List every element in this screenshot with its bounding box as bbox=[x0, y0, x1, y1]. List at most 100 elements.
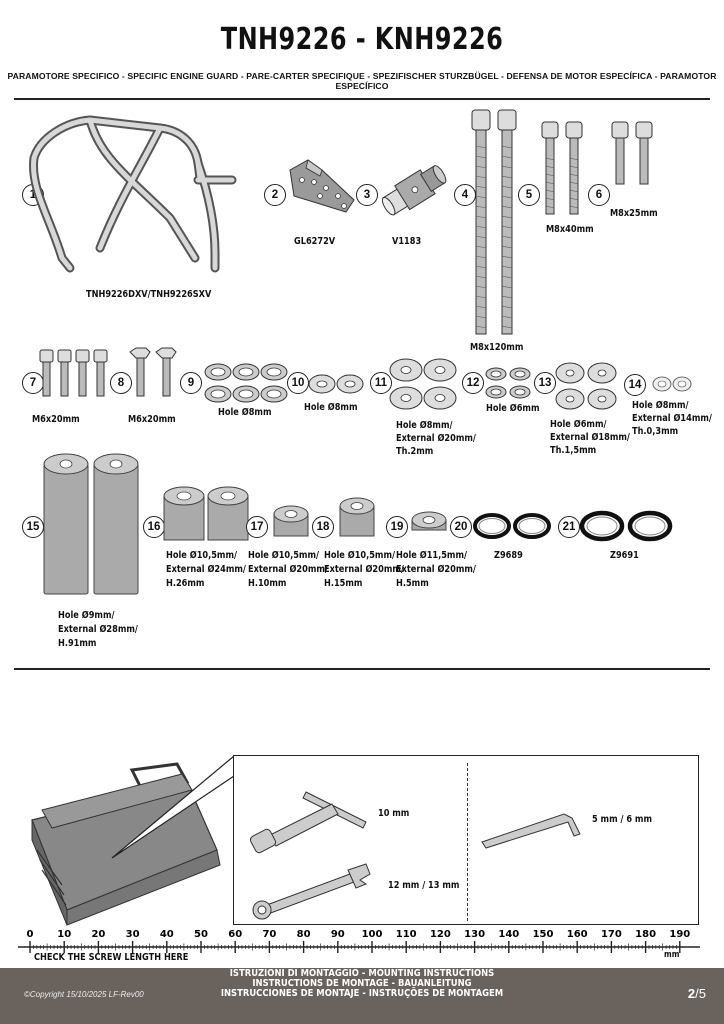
part-number-15: 15 bbox=[22, 516, 44, 538]
callout-pointer bbox=[111, 755, 235, 859]
part-number-16: 16 bbox=[143, 516, 165, 538]
ruler-tick-label: 190 bbox=[669, 929, 690, 940]
part-label-19-line1: Hole Ø11,5mm/ bbox=[396, 550, 468, 561]
part-label-17-line3: H.10mm bbox=[248, 578, 287, 589]
part-label-11-line2: External Ø20mm/ bbox=[396, 433, 476, 444]
o-ring-z9689-illustration bbox=[473, 513, 551, 539]
part-number-18: 18 bbox=[312, 516, 334, 538]
ruler-tick-label: 60 bbox=[228, 929, 242, 940]
part-label-16-line2: External Ø24mm/ bbox=[166, 564, 246, 575]
part-number-11: 11 bbox=[370, 372, 392, 394]
ruler-tick-label: 50 bbox=[194, 929, 208, 940]
part-label-13-line2: External Ø18mm/ bbox=[550, 432, 630, 443]
ruler-tick-label: 180 bbox=[635, 929, 656, 940]
flat-washer-m6-illustration bbox=[555, 362, 617, 410]
part-number-9: 9 bbox=[180, 372, 202, 394]
part-label-11-line3: Th.2mm bbox=[396, 446, 434, 457]
screw-m8x25-illustration bbox=[611, 121, 653, 185]
part-number-10: 10 bbox=[287, 372, 309, 394]
engine-guard-illustration bbox=[28, 115, 237, 273]
footer-line-1: ISTRUZIONI DI MONTAGGIO - MOUNTING INSTR… bbox=[229, 968, 495, 979]
part-label-21: Z9691 bbox=[610, 550, 639, 561]
part-label-5: M8x40mm bbox=[546, 224, 594, 235]
page-number: 2/5 bbox=[688, 986, 706, 1001]
hex-key-icon bbox=[481, 813, 581, 849]
part-label-15-line1: Hole Ø9mm/ bbox=[58, 610, 115, 621]
part-label-17-line1: Hole Ø10,5mm/ bbox=[248, 550, 320, 561]
part-label-18-line1: Hole Ø10,5mm/ bbox=[324, 550, 396, 561]
part-number-20: 20 bbox=[450, 516, 472, 538]
copyright: ©Copyright 15/10/2025 LF-Rev00 bbox=[24, 990, 144, 999]
part-label-10: Hole Ø8mm bbox=[304, 402, 358, 413]
part-label-14-line1: Hole Ø8mm/ bbox=[632, 400, 689, 411]
ruler-caption: CHECK THE SCREW LENGTH HERE bbox=[34, 952, 189, 963]
part-label-4: M8x120mm bbox=[470, 342, 524, 353]
footer-line-2: INSTRUCTIONS DE MONTAGE - BAUANLEITUNG bbox=[252, 978, 472, 989]
part-label-1: TNH9226DXV/TNH9226SXV bbox=[86, 289, 212, 300]
part-label-19-line2: External Ø20mm/ bbox=[396, 564, 476, 575]
part-number-5: 5 bbox=[518, 184, 540, 206]
ruler-tick-label: 120 bbox=[430, 929, 451, 940]
part-label-17-line2: External Ø20mm/ bbox=[248, 564, 328, 575]
part-number-8: 8 bbox=[110, 372, 132, 394]
ruler-tick-label: 80 bbox=[297, 929, 311, 940]
part-label-13-line3: Th.1,5mm bbox=[550, 445, 597, 456]
part-label-8: M6x20mm bbox=[128, 414, 176, 425]
page-current: 2 bbox=[687, 986, 696, 1001]
socket-wrench-size: 10 mm bbox=[378, 808, 410, 819]
part-label-13-line1: Hole Ø6mm/ bbox=[550, 419, 607, 430]
screw-m8x120-illustration bbox=[471, 109, 517, 335]
ruler-tick-label: 10 bbox=[57, 929, 71, 940]
thin-washer-illustration bbox=[652, 376, 692, 392]
ruler-tick-label: 160 bbox=[567, 929, 588, 940]
part-number-3: 3 bbox=[356, 184, 378, 206]
spring-washer-m6-illustration bbox=[485, 367, 531, 399]
page-subtitle: PARAMOTORE SPECIFICO - SPECIFIC ENGINE G… bbox=[7, 71, 717, 91]
part-label-20-text: Z9689 bbox=[494, 550, 523, 561]
page-total: /5 bbox=[695, 986, 706, 1001]
combination-wrench-icon bbox=[252, 863, 371, 920]
header-divider bbox=[14, 98, 710, 100]
part-label-18-line2: External Ø20mm/ bbox=[324, 564, 404, 575]
footer-instructions: ISTRUZIONI DI MONTAGGIO - MOUNTING INSTR… bbox=[0, 969, 724, 999]
spacer-h91-illustration bbox=[43, 453, 139, 595]
part-label-15-line2: External Ø28mm/ bbox=[58, 624, 138, 635]
flat-washer-m8-illustration bbox=[308, 374, 364, 394]
page-title: TNH9226 - KNH9226 bbox=[220, 22, 504, 57]
part-label-7: M6x20mm bbox=[32, 414, 80, 425]
screw-m6x20-allen-illustration bbox=[39, 349, 108, 397]
screw-m6x20-hex-illustration bbox=[129, 347, 177, 397]
spacer-v1183-illustration bbox=[381, 165, 447, 216]
part-label-9: Hole Ø8mm bbox=[218, 407, 272, 418]
part-number-2: 2 bbox=[264, 184, 286, 206]
part-label-18-line3: H.15mm bbox=[324, 578, 363, 589]
ruler-tick-label: 20 bbox=[91, 929, 105, 940]
spacer-h5-illustration bbox=[411, 511, 447, 531]
part-label-19-line3: H.5mm bbox=[396, 578, 429, 589]
ruler-tick-label: 30 bbox=[126, 929, 140, 940]
ruler-tick-label: 150 bbox=[533, 929, 554, 940]
part-label-16-line3: H.26mm bbox=[166, 578, 205, 589]
part-number-13: 13 bbox=[534, 372, 556, 394]
ruler-tick-label: 140 bbox=[498, 929, 519, 940]
spacer-h10-illustration bbox=[273, 505, 309, 537]
ruler-tick-label: 90 bbox=[331, 929, 345, 940]
ruler-tick-label: 110 bbox=[396, 929, 417, 940]
spring-washer-m8-illustration bbox=[204, 363, 288, 403]
part-label-12: Hole Ø6mm bbox=[486, 403, 540, 414]
large-washer-m8-illustration bbox=[389, 358, 457, 410]
o-ring-z9691-illustration bbox=[579, 510, 673, 542]
part-label-15-line3: H.91mm bbox=[58, 638, 97, 649]
ruler-tick-label: 0 bbox=[27, 929, 34, 940]
part-label-16-line1: Hole Ø10,5mm/ bbox=[166, 550, 238, 561]
part-label-3: V1183 bbox=[392, 236, 422, 247]
combination-wrench-size: 12 mm / 13 mm bbox=[388, 880, 460, 891]
spacer-h15-illustration bbox=[339, 497, 375, 537]
part-number-17: 17 bbox=[246, 516, 268, 538]
part-label-11-line1: Hole Ø8mm/ bbox=[396, 420, 453, 431]
hex-key-size: 5 mm / 6 mm bbox=[592, 814, 653, 825]
part-label-2: GL6272V bbox=[294, 236, 336, 247]
part-label-14-line2: External Ø14mm/ bbox=[632, 413, 712, 424]
part-number-21: 21 bbox=[558, 516, 580, 538]
